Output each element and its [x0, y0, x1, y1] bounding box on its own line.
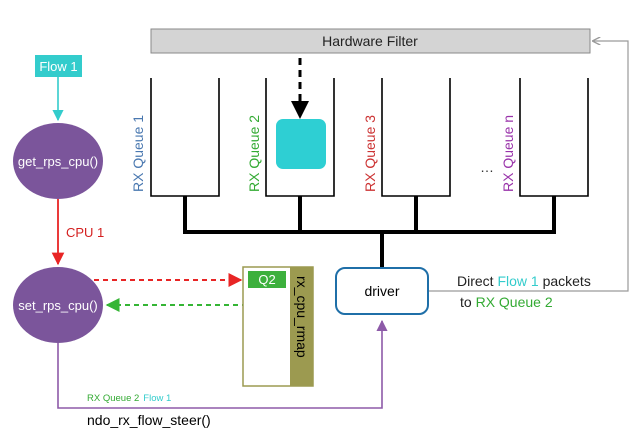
- queued-packet: [276, 119, 326, 169]
- set-rps-cpu-node: [13, 267, 103, 343]
- hardware-filter-label: Hardware Filter: [322, 33, 418, 49]
- direct-note-line2: to RX Queue 2: [460, 294, 553, 310]
- rx-queue-1: RX Queue 1: [130, 78, 220, 197]
- flow-1-box: [35, 55, 82, 77]
- get-rps-cpu-label: get_rps_cpu(): [18, 154, 98, 169]
- rmap-q2-label: Q2: [258, 272, 275, 287]
- rx-queue-2: RX Queue 2: [246, 78, 335, 197]
- get-rps-cpu-node: [13, 123, 103, 199]
- queue-bus: [183, 196, 556, 268]
- flow-1-label: Flow 1: [39, 59, 77, 74]
- flow-steer-arrow: [57, 319, 388, 409]
- steer-call-label: ndo_rx_flow_steer(): [87, 412, 211, 428]
- rx-queue-n: RX Queue n: [500, 78, 589, 197]
- rx-queue-3-label: RX Queue 3: [362, 115, 378, 192]
- cpu-1-label: CPU 1: [66, 225, 104, 240]
- rx-queue-n-label: RX Queue n: [500, 115, 516, 192]
- rx-queue-1-label: RX Queue 1: [130, 115, 146, 192]
- rx-queue-2-label: RX Queue 2: [246, 115, 262, 192]
- rmap-q2-entry: [248, 271, 286, 288]
- driver-box: [335, 267, 429, 315]
- rx-queue-3: RX Queue 3: [362, 78, 451, 197]
- set-rps-cpu-label: set_rps_cpu(): [18, 298, 97, 313]
- rmap-return-arrow: [105, 288, 267, 312]
- queue-ellipsis: …: [480, 159, 494, 175]
- hardware-filter-bar: [150, 28, 591, 54]
- driver-label: driver: [364, 283, 399, 299]
- direct-note-line1: Direct Flow 1 packets: [457, 273, 591, 289]
- rx-cpu-rmap: Q2 rx_cpu_rmap: [242, 266, 314, 387]
- driver-to-filter-line: [428, 41, 629, 292]
- rx-cpu-rmap-label: rx_cpu_rmap: [294, 276, 310, 358]
